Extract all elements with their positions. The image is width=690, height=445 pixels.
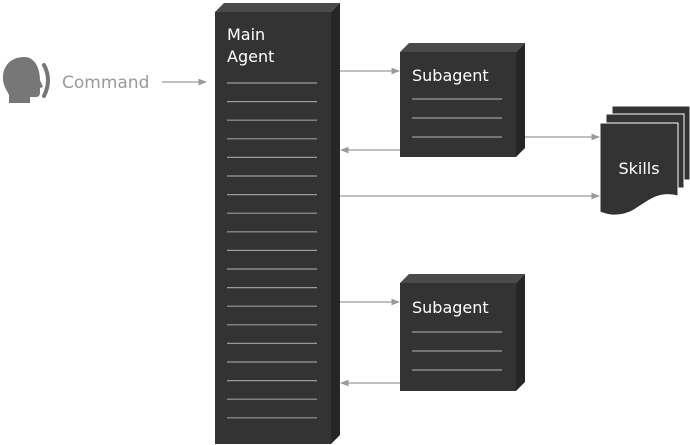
command-label: Command xyxy=(62,73,149,93)
subagent-2-label: Subagent xyxy=(412,298,489,317)
skills-label: Skills xyxy=(618,159,659,178)
subagent-box-1 xyxy=(400,43,525,157)
skills-documents xyxy=(599,105,690,216)
subagent-box-2 xyxy=(400,274,525,391)
subagent-1-label: Subagent xyxy=(412,66,489,85)
main-agent-box xyxy=(215,3,340,444)
speaking-head-icon xyxy=(2,57,50,103)
main-agent-title-line1: Main xyxy=(227,25,265,44)
main-agent-title-line2: Agent xyxy=(227,47,274,66)
